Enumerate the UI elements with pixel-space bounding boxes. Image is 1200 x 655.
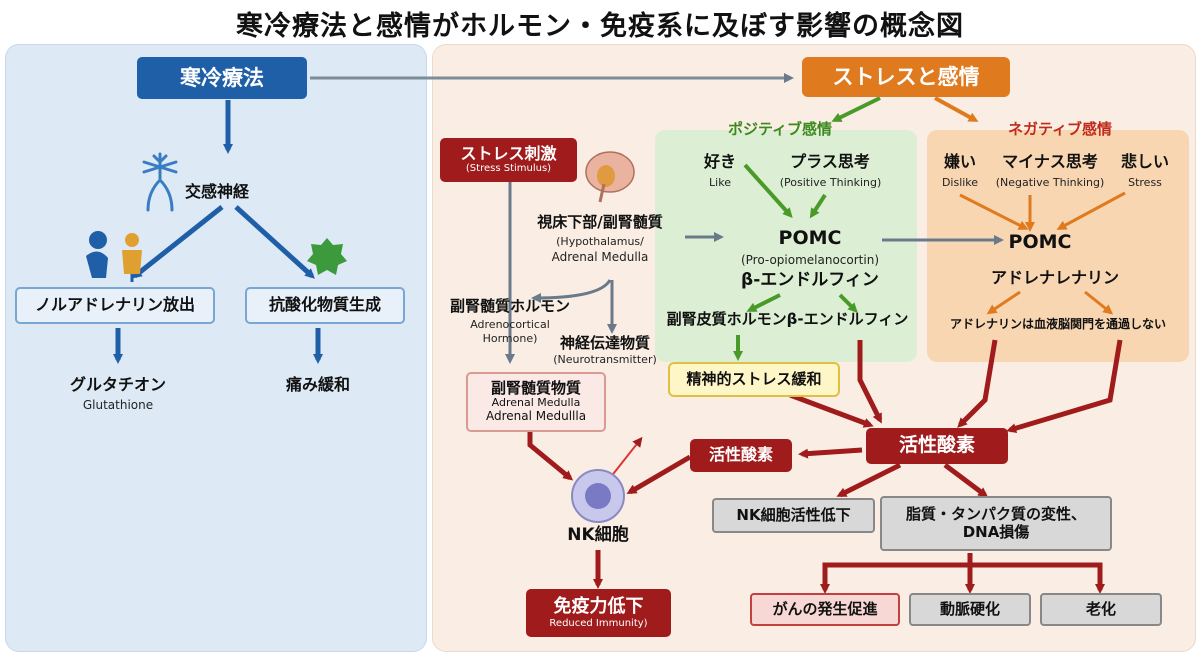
cell-damage-label-1: 脂質・タンパク質の変性、 [905,505,1086,524]
immunity-decline-label: 免疫力低下 [553,595,644,617]
nk-activity-decline-label: NK細胞活性低下 [736,505,851,524]
beta-endorphin-label: β-エンドルフィン [741,270,879,290]
glutathione-en-label: Glutathione [82,398,154,412]
reactive-oxygen-side-box: 活性酸素 [690,439,792,472]
reactive-oxygen-main-label: 活性酸素 [898,434,975,457]
plus-thinking-en-label: (Positive Thinking) [779,176,882,189]
antioxidant-molecule-icon [307,238,347,275]
mental-stress-relief-box: 精神的ストレス緩和 [668,362,840,397]
immunity-decline-en-label: Reduced Immunity) [549,617,648,629]
person-icon [86,231,142,282]
nk-cell-icon [571,469,625,523]
sympathetic-nerve-label: 交感神経 [185,182,250,201]
blood-brain-barrier-label: アドレナリンは血液脳関門を通過しない [949,317,1166,331]
antioxidant-box: 抗酸化物質生成 [245,287,405,324]
positive-emotion-panel [655,130,917,362]
nk-activity-decline-box: NK細胞活性低下 [712,498,875,533]
minus-thinking-label: マイナス思考 [1002,152,1098,171]
noradrenaline-box: ノルアドレナリン放出 [15,287,215,324]
arteriosclerosis-box: 動脈硬化 [909,593,1031,626]
adrenal-medulla-en-label-1: Adrenal Medulla [491,396,581,410]
negative-emotion-label: ネガティブ感情 [1007,120,1113,138]
adrenocortical-en-label-1: Adrenocortical [470,318,550,331]
arteriosclerosis-label: 動脈硬化 [939,599,1000,618]
pain-relief-label: 痛み緩和 [285,375,350,394]
dislike-label: 嫌い [943,152,976,171]
minus-thinking-en-label: (Negative Thinking) [995,176,1105,189]
hypothalamus-en-label-1: (Hypothalamus/ [556,235,644,248]
nerve-icon [142,152,178,212]
hypothalamus-label: 視床下部/副腎髄質 [537,213,663,231]
adrenocortical-hormone-label: 副腎髄質ホルモン [449,297,570,315]
neurotransmitter-en-label: (Neurotransmitter) [553,353,657,366]
positive-emotion-label: ポジティブ感情 [727,120,833,138]
glutathione-label: グルタチオン [69,375,166,394]
pomc-negative-label: POMC [1008,231,1072,253]
neurotransmitter-label: 神経伝達物質 [559,334,650,352]
stress-stimulus-box: ストレス刺激 (Stress Stimulus) [440,138,577,182]
reactive-oxygen-main-box: 活性酸素 [866,428,1008,464]
negative-emotion-panel [927,130,1189,362]
stress-emotion-box: ストレスと感情 [802,57,1010,97]
sad-en-label: Stress [1128,176,1162,189]
cancer-label: がんの発生促進 [772,599,878,618]
antioxidant-label: 抗酸化物質生成 [268,295,381,315]
like-label: 好き [703,152,736,171]
cell-damage-label-2: DNA損傷 [962,522,1030,541]
cortical-hormone-label: 副腎皮質ホルモンβ-エンドルフィン [666,310,909,328]
cold-therapy-panel [5,44,427,652]
stress-emotion-label: ストレスと感情 [832,64,980,89]
adrenaline-label: アドレナレナリン [990,268,1119,287]
brain-gland-icon [585,151,635,203]
sad-label: 悲しい [1120,152,1169,171]
aging-label: 老化 [1085,599,1116,618]
mental-stress-relief-label: 精神的ストレス緩和 [686,369,822,388]
noradrenaline-label: ノルアドレナリン放出 [34,295,195,315]
adrenal-medulla-en-label-2: Adrenal Medullla [485,409,587,424]
cell-damage-box: 脂質・タンパク質の変性、 DNA損傷 [880,496,1112,551]
cancer-box: がんの発生促進 [750,593,900,626]
aging-box: 老化 [1040,593,1162,626]
immunity-decline-box: 免疫力低下 Reduced Immunity) [526,589,671,637]
page-title: 寒冷療法と感情がホルモン・免疫系に及ぼす影響の概念図 [236,11,964,42]
adrenal-medulla-label: 副腎髄質物質 [490,379,581,398]
pomc-label: POMC [778,227,842,249]
cold-therapy-label: 寒冷療法 [180,65,264,90]
stress-stimulus-en-label: (Stress Stimulus) [465,163,552,175]
dislike-en-label: Dislike [941,176,979,189]
plus-thinking-label: プラス思考 [790,152,870,171]
reactive-oxygen-side-label: 活性酸素 [708,445,773,465]
adrenocortical-en-label-2: Hormone) [482,332,538,345]
nk-cell-label: NK細胞 [567,525,629,545]
hypothalamus-en-label-2: Adrenal Medulla [551,250,649,264]
like-en-label: Like [709,176,731,189]
cold-therapy-box: 寒冷療法 [137,57,307,99]
pomc-en-label: (Pro-opiomelanocortin) [740,253,880,267]
adrenal-medulla-box: 副腎髄質物質 Adrenal Medulla Adrenal Medullla [466,372,606,432]
stress-stimulus-label: ストレス刺激 [460,144,557,164]
